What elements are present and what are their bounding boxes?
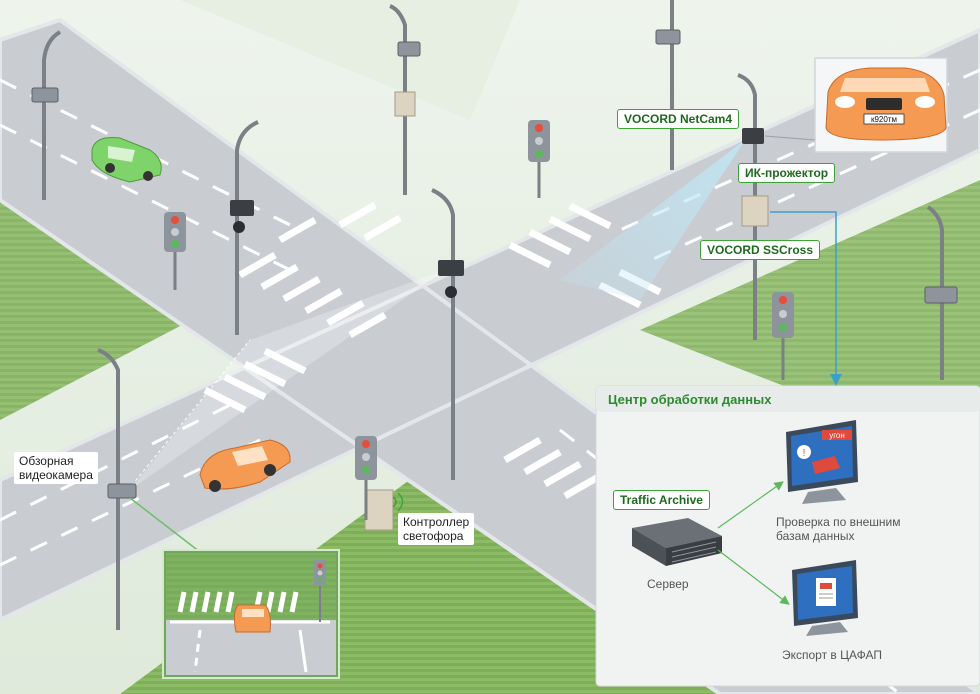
crosswalk-bottom bbox=[503, 436, 602, 500]
label-controller: Контроллер светофора bbox=[398, 513, 475, 545]
inset-link bbox=[129, 497, 201, 553]
overview-inset bbox=[162, 549, 340, 679]
netcam-camera bbox=[742, 128, 764, 144]
monitor-check: угон ! bbox=[786, 420, 858, 504]
camera-dark-1 bbox=[230, 200, 254, 216]
datacenter-title: Центр обработки данных bbox=[608, 392, 772, 407]
arrow-to-check bbox=[717, 481, 784, 529]
label-server: Сервер bbox=[647, 577, 689, 591]
alert-icon: ! bbox=[803, 448, 806, 459]
car-orange bbox=[199, 439, 291, 492]
label-export: Экспорт в ЦАФАП bbox=[782, 648, 882, 662]
car-green bbox=[91, 137, 162, 183]
plate-text: к920тм bbox=[871, 115, 897, 124]
label-sscross: VOCORD SSCross bbox=[700, 240, 821, 260]
label-overview-camera: Обзорная видеокамера bbox=[14, 452, 98, 484]
grass-top bbox=[180, 0, 520, 120]
data-link bbox=[770, 211, 842, 386]
ir-light-2 bbox=[445, 286, 457, 298]
label-ir-projector: ИК-прожектор bbox=[738, 163, 836, 183]
label-traffic-archive: Traffic Archive bbox=[613, 490, 710, 510]
photo-link bbox=[764, 135, 816, 141]
car-closeup-photo: к920тм bbox=[814, 57, 948, 153]
server bbox=[632, 518, 722, 566]
cone-edge bbox=[127, 339, 251, 491]
camera-dark-2 bbox=[438, 260, 464, 276]
grass-right bbox=[640, 180, 980, 420]
road-edge-2 bbox=[0, 27, 980, 623]
overview-view-cone bbox=[130, 270, 445, 490]
traffic-lights bbox=[164, 120, 794, 520]
wireless-signal bbox=[392, 492, 404, 512]
cameras bbox=[31, 29, 958, 499]
ir-light-1 bbox=[233, 221, 245, 233]
crosswalk-top bbox=[238, 201, 402, 339]
label-external-check: Проверка по внешним базам данных bbox=[776, 515, 901, 543]
crosswalk-left bbox=[203, 347, 307, 414]
ir-beam bbox=[560, 140, 745, 300]
equipment-boxes bbox=[364, 91, 769, 531]
monitor-export bbox=[792, 560, 858, 636]
road-edge-1 bbox=[0, 17, 980, 694]
label-netcam: VOCORD NetCam4 bbox=[617, 109, 740, 129]
poles bbox=[42, 0, 944, 630]
arrow-to-export bbox=[717, 549, 790, 605]
datacenter-panel bbox=[595, 385, 980, 687]
alert-text: угон bbox=[829, 431, 845, 440]
